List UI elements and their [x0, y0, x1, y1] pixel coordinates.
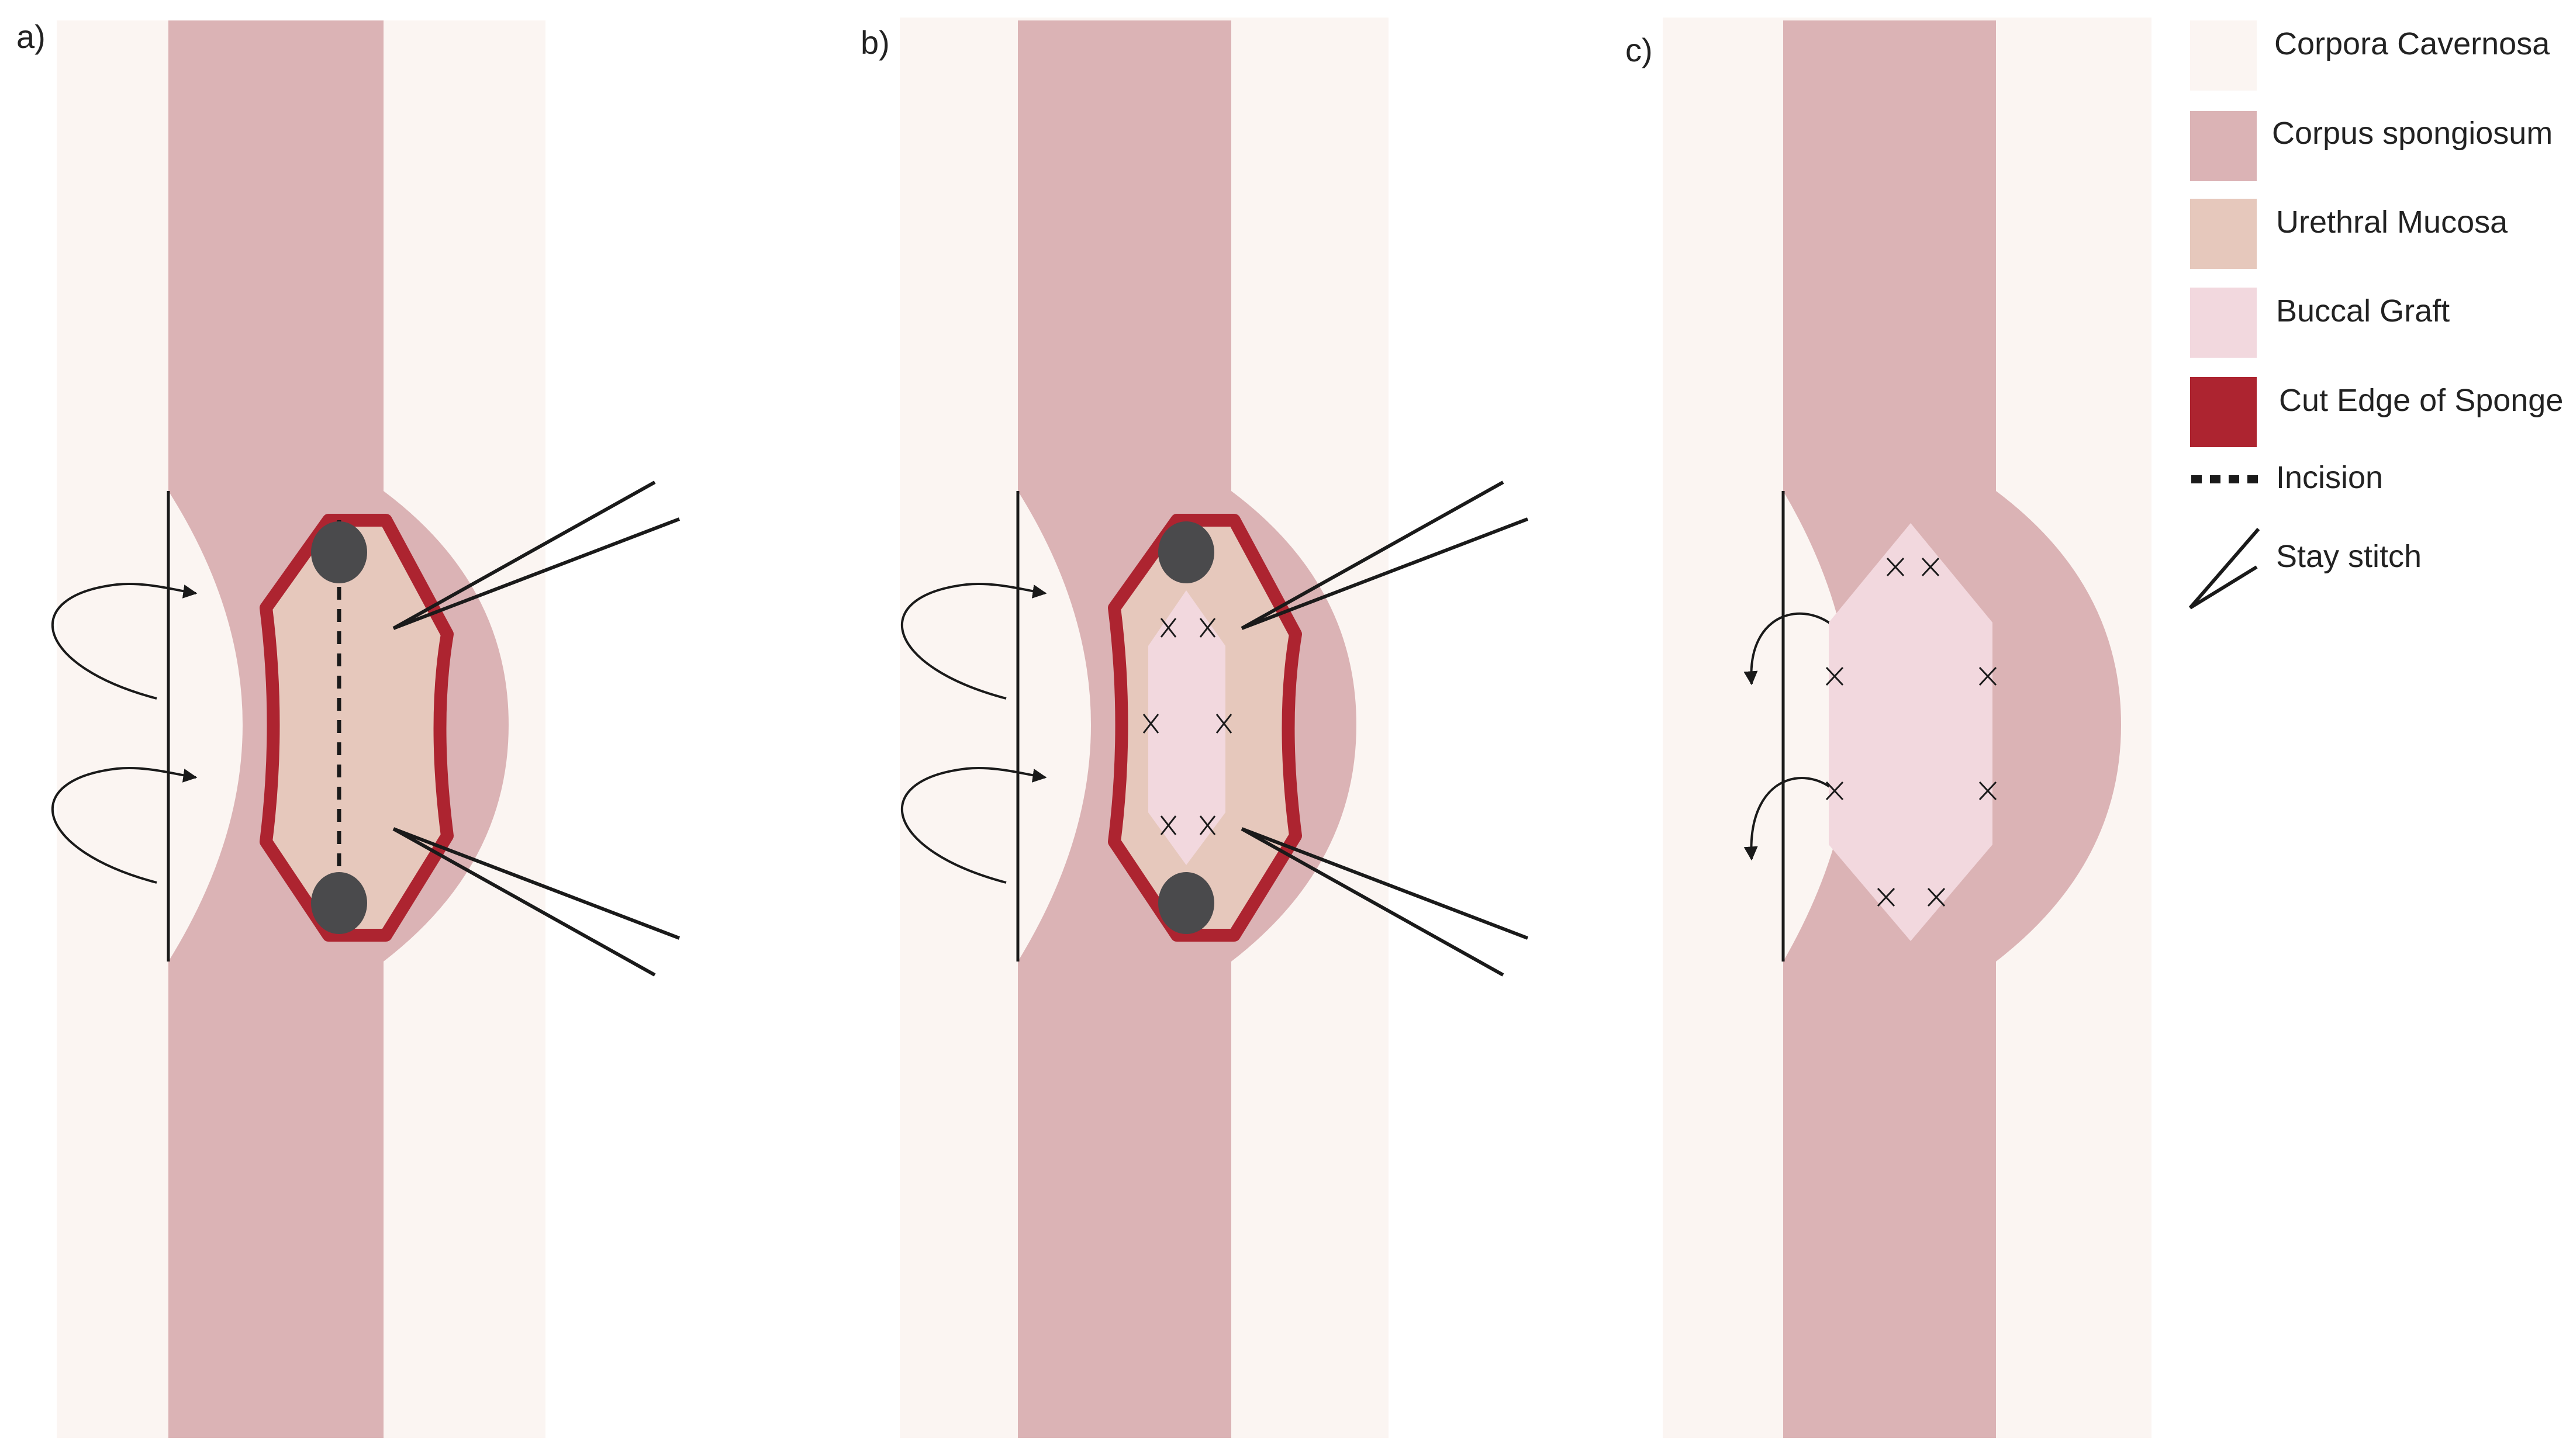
stay-stitch [392, 827, 681, 977]
retraction-arrow [51, 583, 198, 700]
panel-b: b) [861, 18, 1529, 1438]
legend-label-corpus-spongiosum: Corpus spongiosum [2272, 116, 2553, 151]
panel-c: c) [1625, 18, 2151, 1438]
buccal-graft-area [1829, 523, 1992, 941]
retracted-flap-area [168, 491, 243, 962]
retraction-arrow [51, 767, 198, 884]
legend-label-corpora-cavernosa: Corpora Cavernosa [2274, 26, 2550, 61]
retracted-flap-area [1018, 491, 1091, 962]
legend-swatch-corpora-cavernosa [2190, 20, 2257, 91]
stay-stitch-icon [2188, 528, 2260, 610]
stitch-knot [1158, 521, 1214, 583]
spongiosum-bulge-right [1996, 491, 2121, 962]
legend-swatch-corpus-spongiosum [2190, 111, 2257, 181]
legend-label-incision: Incision [2276, 460, 2383, 495]
urethral-mucosa-area [260, 514, 454, 942]
legend-swatch-urethral-mucosa [2190, 199, 2257, 269]
stay-stitch [1241, 480, 1529, 630]
legend: Corpora Cavernosa Corpus spongiosum Uret… [2188, 20, 2563, 610]
retraction-arrow [900, 583, 1047, 700]
legend-swatch-cut-edge [2190, 377, 2257, 447]
legend-swatch-buccal-graft [2190, 288, 2257, 358]
panel-a-label: a) [16, 18, 46, 55]
panel-b-label: b) [861, 24, 890, 61]
suture-marks [1825, 557, 1997, 907]
legend-label-buccal-graft: Buccal Graft [2276, 293, 2450, 328]
legend-label-urethral-mucosa: Urethral Mucosa [2276, 205, 2508, 240]
panel-a: a) [16, 18, 681, 1438]
panel-c-label: c) [1625, 32, 1653, 68]
buccal-graft-area [1148, 590, 1225, 865]
retraction-arrow [900, 767, 1047, 884]
legend-label-stay-stitch: Stay stitch [2276, 539, 2422, 574]
stay-stitch [392, 480, 681, 630]
stitch-knot [311, 872, 367, 934]
stay-stitch [1241, 827, 1529, 977]
retracted-flap-area [1783, 491, 1852, 962]
stitch-knot [311, 521, 367, 583]
suture-marks [1142, 618, 1232, 835]
stitch-knot [1158, 872, 1214, 934]
legend-label-cut-edge: Cut Edge of Sponge [2279, 383, 2563, 418]
